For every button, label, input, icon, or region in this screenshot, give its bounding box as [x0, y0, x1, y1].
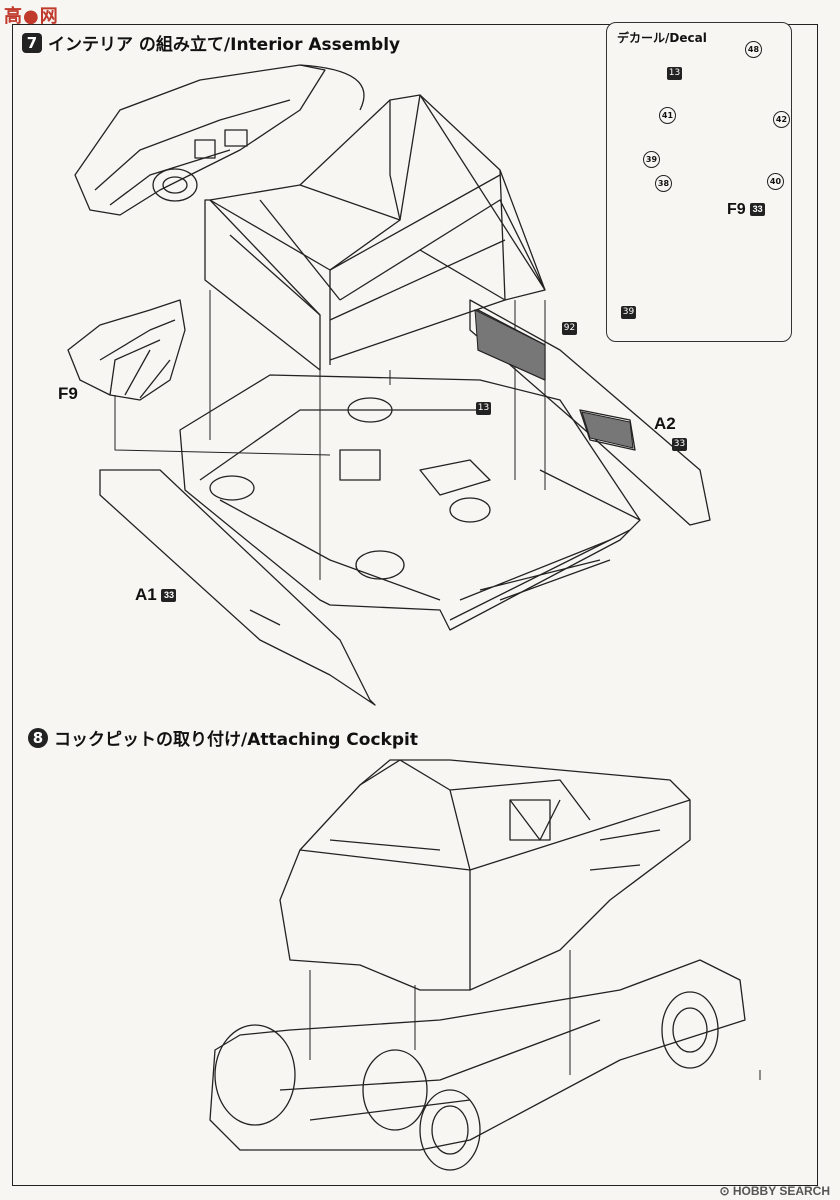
decal-box-title: デカール/Decal	[617, 31, 707, 45]
decal-seat-part-label: F9 33	[727, 201, 766, 219]
decal-13-badge: 13	[667, 67, 682, 80]
decal-13-callout: 13	[476, 402, 491, 415]
seat-drawing	[67, 299, 186, 401]
chassis-drawing	[209, 959, 746, 1171]
decal-42-marker: 42	[773, 111, 790, 128]
step7-title: インテリア の組み立て/Interior Assembly	[48, 35, 401, 55]
page-frame	[12, 24, 818, 1186]
part-a1-code: A1	[135, 585, 157, 604]
decal-92-callout: 92	[562, 322, 577, 335]
decal-40-marker: 40	[767, 173, 784, 190]
decal-seat-part-code: F9	[727, 201, 746, 218]
step8-heading: 8 コックピットの取り付け/Attaching Cockpit	[28, 725, 418, 750]
step8-title: コックピットの取り付け/Attaching Cockpit	[54, 730, 418, 750]
part-label-f9: F9	[58, 384, 78, 403]
decal-39-marker: 39	[643, 151, 660, 168]
part-a2-code: A2	[654, 414, 676, 433]
site-logo: 高●网	[4, 6, 59, 27]
part-label-a2: A2	[654, 414, 676, 434]
floor-pan-drawing	[179, 374, 641, 631]
step7-heading: 7 インテリア の組み立て/Interior Assembly	[22, 30, 400, 55]
part-a1-badge: 33	[161, 589, 177, 603]
decal-38-marker: 38	[655, 175, 672, 192]
decal-seat-part-badge: 33	[750, 203, 766, 217]
decal-reference-box: デカール/Decal 13 48 41 42 39 40 38 F9 33 39	[606, 22, 792, 342]
side-panel-a1-drawing	[99, 469, 376, 706]
part-label-a1: A1 33	[135, 585, 177, 605]
part-a2-badge: 33	[672, 438, 687, 451]
step8-number: 8	[28, 727, 48, 748]
hobby-search-watermark: ⊙ HOBBY SEARCH	[719, 1184, 830, 1198]
step7-number: 7	[22, 32, 42, 53]
decal-41-marker: 41	[659, 107, 676, 124]
decal-48-marker: 48	[745, 41, 762, 58]
dashboard-drawing	[74, 64, 365, 216]
roll-cage-drawing	[204, 94, 546, 371]
body-shell-drawing	[279, 759, 691, 991]
decal-39-badge: 39	[621, 306, 636, 319]
